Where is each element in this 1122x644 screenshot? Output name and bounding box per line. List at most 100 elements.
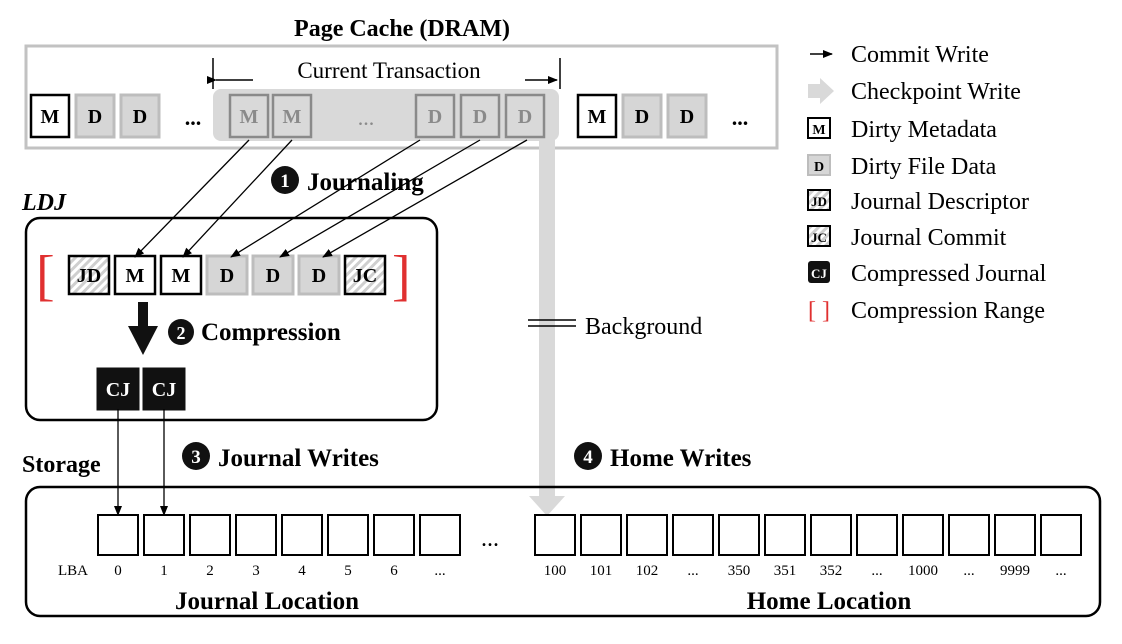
ldj-block-label: D bbox=[220, 265, 234, 287]
ldj-block: M bbox=[113, 254, 157, 296]
ldj-box bbox=[24, 216, 439, 422]
legend-journal-commit-icon-text: JC bbox=[811, 230, 827, 245]
background-checkpoint-arrow-head bbox=[529, 496, 565, 516]
current-transaction-background bbox=[253, 70, 525, 84]
ldj-block: JD bbox=[67, 254, 111, 296]
legend-dirty-file-data-icon-text: D bbox=[814, 160, 824, 175]
step-4-number: 4 bbox=[583, 447, 593, 468]
home-lba-block bbox=[1040, 514, 1082, 556]
home-location-label: Home Location bbox=[747, 588, 912, 615]
journal-lba-block bbox=[327, 514, 369, 556]
legend-checkpoint-write-label: Checkpoint Write bbox=[851, 79, 1021, 105]
cache-block-shape bbox=[74, 93, 116, 139]
journal-lba-number: 5 bbox=[344, 563, 352, 579]
cache-block: D bbox=[621, 93, 663, 139]
step-1-number: 1 bbox=[280, 171, 290, 192]
cache-ellipsis: ... bbox=[185, 105, 202, 130]
compressed-journal-block-shape bbox=[96, 367, 140, 411]
cache-block-shape bbox=[621, 93, 663, 139]
txn-block: D bbox=[459, 93, 501, 139]
compression-bracket-left: [ bbox=[36, 245, 55, 307]
home-lba-block bbox=[534, 514, 576, 556]
page-cache-title: Page Cache (DRAM) bbox=[294, 16, 510, 42]
journal-writes-label: Journal Writes bbox=[218, 445, 379, 472]
journal-lba-block bbox=[189, 514, 231, 556]
ldj-block-shape bbox=[205, 254, 249, 296]
legend-compressed-journal-label: Compressed Journal bbox=[851, 261, 1047, 287]
legend-commit-write-label: Commit Write bbox=[851, 42, 989, 68]
home-lba-block bbox=[764, 514, 806, 556]
commit-write-arrow bbox=[134, 139, 250, 258]
journal-lba-block bbox=[97, 514, 139, 556]
legend-dirty-metadata-label: Dirty Metadata bbox=[851, 117, 997, 143]
cache-block-label: M bbox=[588, 106, 607, 128]
step-3-badge bbox=[182, 442, 210, 470]
lba-label: LBA bbox=[58, 563, 88, 579]
legend-compressed-journal-icon-text: CJ bbox=[811, 266, 827, 281]
txn-block: D bbox=[414, 93, 456, 139]
cache-block-label: D bbox=[88, 106, 102, 128]
home-lba-block bbox=[626, 514, 668, 556]
txn-block-shape bbox=[414, 93, 456, 139]
home-lba-block bbox=[856, 514, 898, 556]
journal-lba-number: 0 bbox=[114, 563, 122, 579]
legend-compression-range-label: Compression Range bbox=[851, 298, 1045, 324]
home-lba-block bbox=[810, 514, 852, 556]
ldj-block-label: M bbox=[126, 265, 145, 287]
ldj-block-shape bbox=[297, 254, 341, 296]
commit-write-arrow bbox=[322, 139, 528, 258]
legend-dirty-metadata-icon bbox=[807, 117, 831, 139]
compressed-journal-block: CJ bbox=[142, 367, 186, 411]
legend-dirty-metadata-icon-text: M bbox=[812, 123, 825, 138]
compression-bracket-right: ] bbox=[392, 245, 411, 307]
ldj-block-label: JD bbox=[77, 265, 101, 287]
cache-block: D bbox=[119, 93, 161, 139]
cache-block: D bbox=[74, 93, 116, 139]
step-3-number: 3 bbox=[191, 447, 201, 468]
compression-label: Compression bbox=[201, 319, 341, 346]
ldj-block-label: D bbox=[266, 265, 280, 287]
home-lba-number: ... bbox=[871, 563, 882, 579]
ldj-block-shape bbox=[251, 254, 295, 296]
home-lba-number: 351 bbox=[774, 563, 797, 579]
home-lba-block bbox=[718, 514, 760, 556]
compressed-journal-block: CJ bbox=[96, 367, 140, 411]
journal-lba-block bbox=[235, 514, 277, 556]
ldj-block: M bbox=[159, 254, 203, 296]
ldj-block: D bbox=[251, 254, 295, 296]
journal-lba-block bbox=[281, 514, 323, 556]
cache-block-label: D bbox=[680, 106, 694, 128]
home-writes-label: Home Writes bbox=[610, 445, 752, 472]
cache-block-shape bbox=[576, 93, 618, 139]
legend-journal-descriptor-icon-text: JD bbox=[811, 194, 827, 209]
journal-location-label: Journal Location bbox=[175, 588, 359, 615]
txn-block: D bbox=[504, 93, 546, 139]
commit-write-arrow bbox=[230, 139, 421, 258]
journal-lba-number: 3 bbox=[252, 563, 260, 579]
cache-ellipsis: ... bbox=[732, 105, 749, 130]
storage-middle-ellipsis: ... bbox=[481, 526, 499, 552]
step-4-badge bbox=[574, 442, 602, 470]
commit-write-arrow bbox=[279, 139, 481, 258]
legend-compression-range-icon: [ ] bbox=[808, 298, 830, 324]
txn-block-shape bbox=[228, 93, 270, 139]
home-lba-block bbox=[948, 514, 990, 556]
home-lba-number: 102 bbox=[636, 563, 659, 579]
compressed-journal-block-label: CJ bbox=[106, 379, 130, 401]
background-checkpoint-arrow-shaft bbox=[539, 140, 555, 497]
legend-journal-commit-icon bbox=[807, 225, 831, 247]
journal-lba-number: 2 bbox=[206, 563, 214, 579]
legend-journal-commit-label: Journal Commit bbox=[851, 225, 1007, 251]
cache-block-shape bbox=[119, 93, 161, 139]
compressed-journal-block-shape bbox=[142, 367, 186, 411]
home-lba-block bbox=[580, 514, 622, 556]
compression-arrow-head bbox=[128, 326, 158, 355]
txn-block-label: D bbox=[518, 106, 532, 128]
home-lba-number: ... bbox=[1055, 563, 1066, 579]
txn-block-shape bbox=[271, 93, 313, 139]
storage-label: Storage bbox=[22, 452, 101, 478]
ldj-block: D bbox=[205, 254, 249, 296]
home-lba-number: ... bbox=[963, 563, 974, 579]
cache-block: D bbox=[666, 93, 708, 139]
